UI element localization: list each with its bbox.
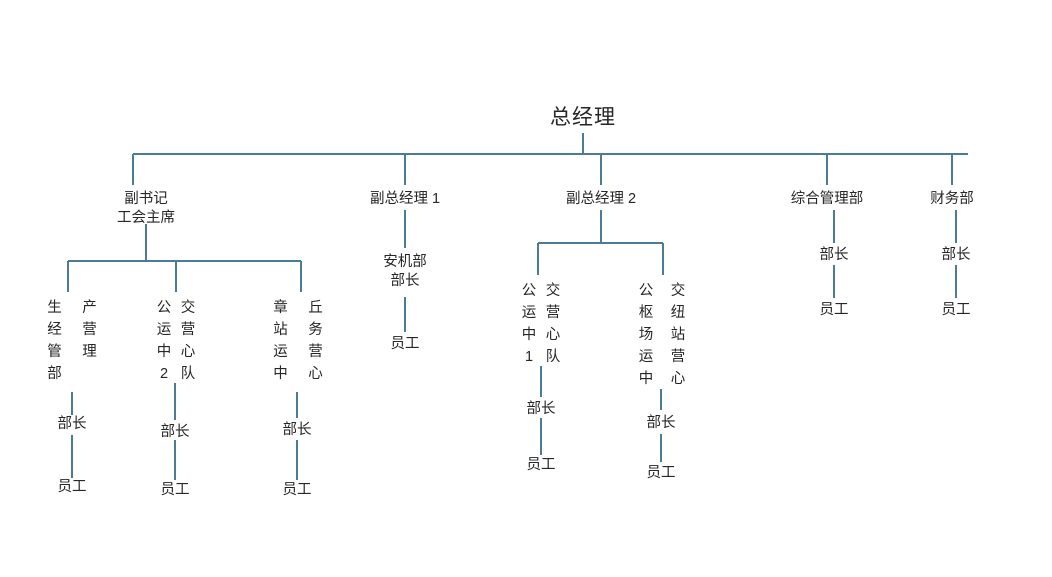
node-bus-ops-team1-char-6: 1: [524, 349, 534, 366]
node-bus-hub-station-char-7: 站: [670, 327, 686, 344]
node-production-ops-char-3: 部: [47, 366, 62, 383]
node-deputy-secretary-line1: 副书记: [124, 191, 168, 207]
node-bus-hub-station-char-4: 中: [638, 371, 654, 388]
node-production-ops[interactable]: 生 经 管 部 产 营 理: [32, 297, 112, 385]
node-zhangqiu-station-char-7: 心: [308, 366, 323, 383]
node-finance[interactable]: 财务部: [872, 190, 1032, 209]
node-zhangqiu-station-char-4: 丘: [308, 300, 323, 316]
node-safety-machinery-label: 安机部: [383, 254, 427, 270]
node-bus-ops-team2-char-7: 队: [180, 366, 196, 383]
node-zhangqiu-station-char-0: 章: [273, 300, 288, 316]
node-production-ops-char-0: 生: [47, 300, 62, 316]
node-bus-ops-team1-char-0: 公: [521, 283, 537, 299]
node-deputy-gm-1-label: 副总经理 1: [369, 191, 441, 207]
node-production-ops-char-4: 产: [82, 300, 97, 316]
node-general-admin-label: 综合管理部: [790, 191, 864, 207]
node-root-label: 总经理: [550, 106, 616, 129]
node-deputy-secretary-line2: 工会主席: [117, 210, 175, 227]
node-zhangqiu-station-char-5: 务: [308, 322, 323, 339]
node-safety-machinery[interactable]: 安机部 部长: [325, 253, 485, 291]
node-production-ops-staff[interactable]: 员工: [57, 479, 87, 495]
node-bus-ops-team1-char-2: 运: [521, 305, 537, 322]
node-zhangqiu-station-staff[interactable]: 员工: [282, 482, 312, 498]
node-bus-ops-team1-director[interactable]: 部长: [526, 401, 556, 417]
node-deputy-secretary[interactable]: 副书记 工会主席: [66, 190, 226, 228]
node-finance-staff[interactable]: 员工: [941, 302, 971, 318]
node-general-admin[interactable]: 综合管理部: [747, 190, 907, 209]
node-bus-hub-station-char-3: 运: [638, 349, 654, 366]
node-bus-ops-team2-staff[interactable]: 员工: [160, 482, 190, 498]
node-zhangqiu-station-director[interactable]: 部长: [282, 422, 312, 438]
node-production-ops-char-2: 管: [47, 344, 62, 361]
node-bus-ops-team1-staff[interactable]: 员工: [526, 457, 556, 473]
node-safety-machinery-director: 部长: [390, 273, 420, 290]
node-bus-ops-team2-director[interactable]: 部长: [160, 424, 190, 440]
node-bus-ops-team1[interactable]: 公 交 运 营 中 心 1 队: [517, 280, 565, 368]
node-production-ops-director[interactable]: 部长: [57, 416, 87, 432]
node-bus-ops-team2-char-4: 中: [156, 344, 172, 361]
node-safety-machinery-staff[interactable]: 员工: [390, 336, 420, 352]
node-bus-hub-station[interactable]: 公 枢 场 运 中 交 纽 站 营 心: [627, 280, 697, 390]
node-bus-ops-team1-char-7: 队: [545, 349, 561, 366]
node-bus-hub-station-char-9: 心: [670, 371, 686, 388]
node-zhangqiu-station-char-3: 中: [273, 366, 288, 383]
node-bus-hub-station-char-6: 纽: [670, 305, 686, 322]
node-bus-ops-team1-char-3: 营: [545, 305, 561, 322]
node-bus-hub-station-char-2: 场: [638, 327, 654, 344]
node-bus-ops-team1-char-1: 交: [545, 283, 561, 299]
node-general-admin-director[interactable]: 部长: [819, 247, 849, 263]
node-root[interactable]: 总经理: [483, 104, 683, 132]
node-bus-hub-station-char-1: 枢: [638, 305, 654, 322]
node-general-admin-staff[interactable]: 员工: [819, 302, 849, 318]
node-bus-ops-team1-char-4: 中: [521, 327, 537, 344]
node-deputy-gm-2-label: 副总经理 2: [565, 191, 637, 207]
node-bus-ops-team2-char-0: 公: [156, 300, 172, 316]
node-bus-hub-station-char-5: 交: [670, 283, 686, 299]
node-bus-hub-station-char-8: 营: [670, 349, 686, 366]
node-bus-ops-team2-char-1: 交: [180, 300, 196, 316]
node-zhangqiu-station-char-6: 营: [308, 344, 323, 361]
node-production-ops-char-6: 理: [82, 344, 97, 361]
node-zhangqiu-station-char-2: 运: [273, 344, 288, 361]
node-bus-ops-team2-char-3: 营: [180, 322, 196, 339]
node-deputy-gm-1[interactable]: 副总经理 1: [325, 190, 485, 209]
node-production-ops-char-5: 营: [82, 322, 97, 339]
node-zhangqiu-station-char-1: 站: [273, 322, 288, 339]
node-bus-ops-team2-char-6: 2: [159, 366, 169, 383]
node-bus-hub-station-director[interactable]: 部长: [646, 415, 676, 431]
node-bus-ops-team2-char-2: 运: [156, 322, 172, 339]
node-finance-director[interactable]: 部长: [941, 247, 971, 263]
node-finance-label: 财务部: [930, 191, 974, 207]
node-bus-ops-team2[interactable]: 公 交 运 营 中 心 2 队: [152, 297, 200, 385]
node-zhangqiu-station[interactable]: 章 站 运 中 丘 务 营 心: [262, 297, 334, 385]
node-bus-hub-station-char-0: 公: [638, 283, 654, 299]
node-bus-hub-station-staff[interactable]: 员工: [646, 465, 676, 481]
node-production-ops-char-1: 经: [47, 322, 62, 339]
node-bus-ops-team2-char-5: 心: [180, 344, 196, 361]
node-deputy-gm-2[interactable]: 副总经理 2: [521, 190, 681, 209]
node-bus-ops-team1-char-5: 心: [545, 327, 561, 344]
